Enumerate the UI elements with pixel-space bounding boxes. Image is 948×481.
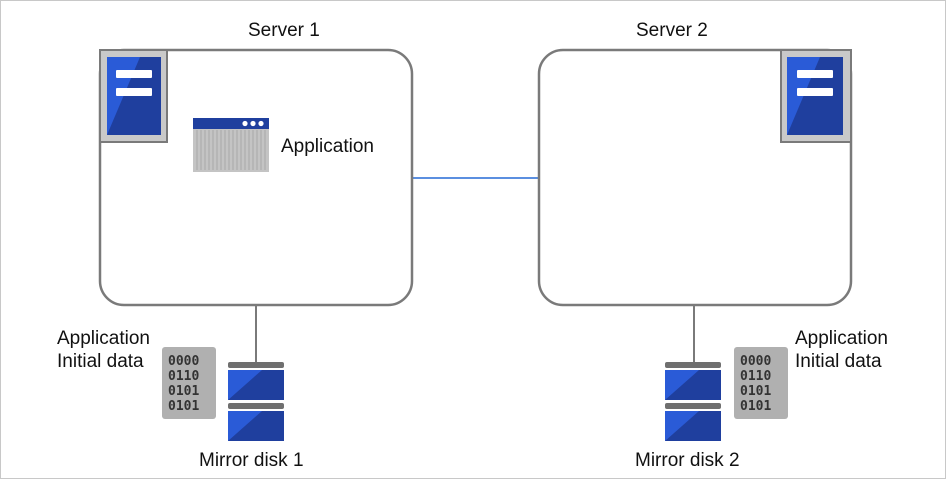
application-label: Application xyxy=(281,136,374,157)
mirror-disk-1-icon xyxy=(228,362,284,441)
binary-data-icon-left: 0000 0110 0101 0101 xyxy=(162,347,216,419)
mirror-disk-1-label: Mirror disk 1 xyxy=(199,450,304,471)
data-left-bits-2: 0101 xyxy=(168,384,199,399)
server-2-server-icon xyxy=(780,49,852,143)
data-right-bits-0: 0000 xyxy=(740,354,771,369)
binary-data-icon-right: 0000 0110 0101 0101 xyxy=(734,347,788,419)
mirror-disk-2-label: Mirror disk 2 xyxy=(635,450,740,471)
server-1-server-icon xyxy=(99,49,168,143)
data-right-bits-3: 0101 xyxy=(740,399,771,414)
data-left-label-line2: Initial data xyxy=(57,351,144,372)
data-right-label-line1: Application xyxy=(795,328,888,349)
data-left-bits-0: 0000 xyxy=(168,354,199,369)
server-2-title: Server 2 xyxy=(636,20,708,41)
data-right-label-line2: Initial data xyxy=(795,351,882,372)
mirror-disk-2-icon xyxy=(665,362,721,441)
data-right-bits-2: 0101 xyxy=(740,384,771,399)
server-1-title: Server 1 xyxy=(248,20,320,41)
data-right-bits-1: 0110 xyxy=(740,369,771,384)
data-left-bits-1: 0110 xyxy=(168,369,199,384)
data-left-label-line1: Application xyxy=(57,328,150,349)
application-window-icon xyxy=(193,118,269,172)
data-left-bits-3: 0101 xyxy=(168,399,199,414)
